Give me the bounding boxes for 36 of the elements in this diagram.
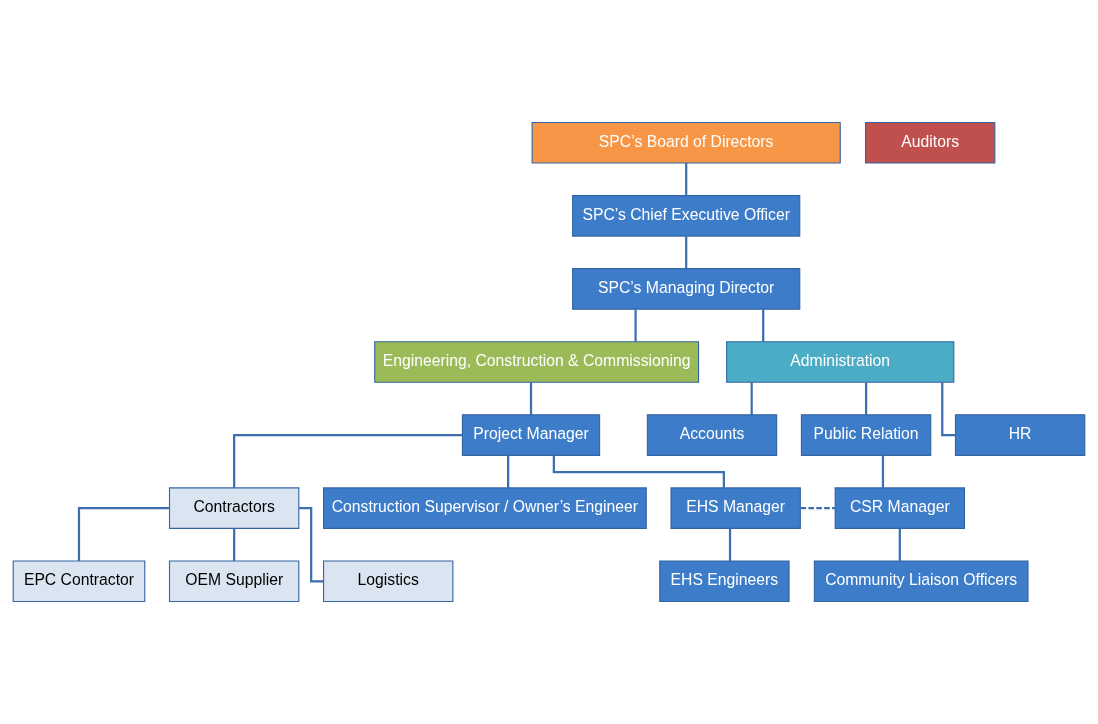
node-box: Logistics bbox=[323, 560, 454, 603]
connector bbox=[77, 507, 170, 561]
node-box: SPC’s Chief Executive Officer bbox=[572, 195, 801, 237]
node-box: SPC’s Board of Directors bbox=[531, 121, 841, 164]
connector bbox=[685, 163, 688, 196]
node-box: CSR Manager bbox=[834, 487, 966, 529]
node-box: SPC’s Managing Director bbox=[572, 268, 801, 310]
node-box: Engineering, Construction & Commissioning bbox=[374, 341, 700, 383]
connector bbox=[233, 528, 236, 561]
node-box: Administration bbox=[726, 341, 955, 383]
connector bbox=[762, 309, 765, 342]
connector bbox=[233, 433, 463, 488]
connector bbox=[507, 455, 510, 488]
connector bbox=[941, 382, 956, 437]
connector bbox=[800, 507, 835, 510]
connector bbox=[728, 528, 732, 561]
node-box: Accounts bbox=[646, 414, 778, 456]
node-box: Public Relation bbox=[800, 414, 932, 456]
node-box: Community Liaison Officers bbox=[813, 560, 1029, 603]
connector bbox=[685, 236, 688, 269]
connector bbox=[634, 309, 637, 342]
node-box: Construction Supervisor / Owner’s Engineer bbox=[323, 487, 647, 529]
connector bbox=[529, 382, 533, 415]
node-box: Contractors bbox=[168, 487, 300, 529]
node-box: HR bbox=[954, 414, 1086, 456]
node-box: OEM Supplier bbox=[168, 560, 300, 603]
node-box: Auditors bbox=[864, 121, 996, 164]
connector bbox=[750, 382, 753, 415]
connector bbox=[299, 507, 324, 583]
node-box: EHS Manager bbox=[670, 487, 801, 529]
node-box: Project Manager bbox=[461, 414, 601, 456]
node-box: EPC Contractor bbox=[12, 560, 146, 603]
node-box: EHS Engineers bbox=[659, 560, 790, 603]
connector bbox=[898, 528, 901, 561]
connector bbox=[864, 382, 868, 415]
connector bbox=[881, 455, 885, 488]
